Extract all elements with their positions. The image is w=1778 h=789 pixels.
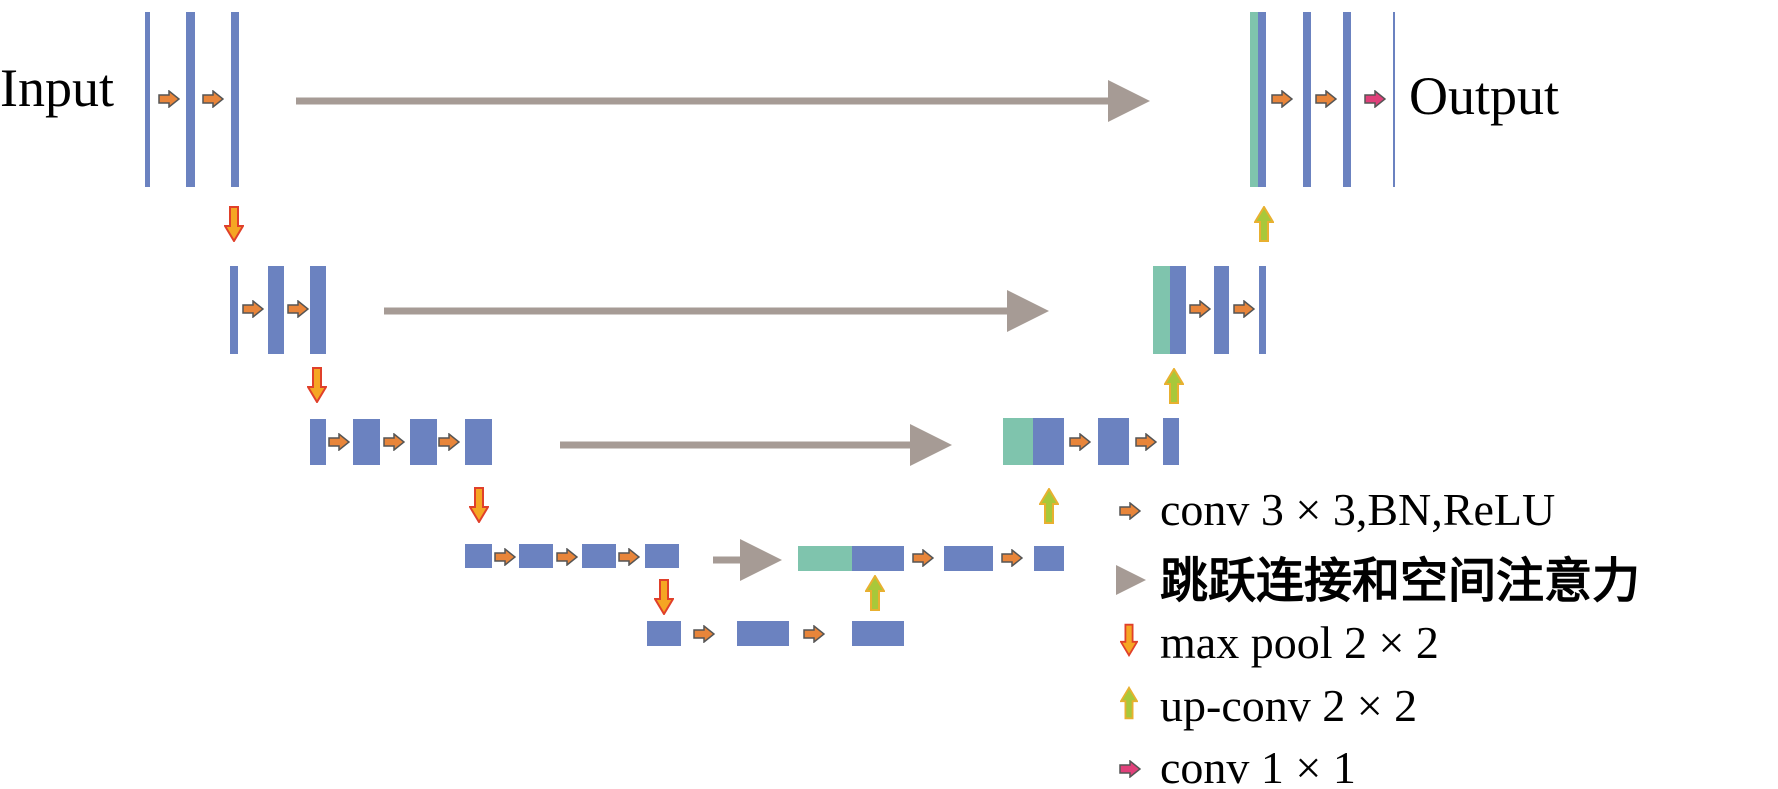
feature-map bbox=[1033, 418, 1064, 465]
conv-arrow-icon bbox=[158, 90, 180, 108]
feature-map bbox=[1098, 418, 1129, 465]
conv-arrow-icon bbox=[438, 433, 460, 451]
conv-arrow-icon bbox=[1135, 433, 1157, 451]
concat-feature-map bbox=[1003, 418, 1033, 465]
feature-map bbox=[852, 546, 904, 571]
feature-map bbox=[647, 621, 681, 646]
conv-arrow-icon bbox=[556, 548, 578, 566]
feature-map bbox=[1170, 266, 1186, 354]
feature-map bbox=[186, 12, 195, 187]
concat-feature-map bbox=[798, 546, 852, 571]
legend-item-label: 跳跃连接和空间注意力 bbox=[1160, 555, 1640, 608]
conv-arrow-icon bbox=[1271, 90, 1293, 108]
up-conv-arrow-icon bbox=[1254, 206, 1274, 242]
up-conv-arrow-icon bbox=[1164, 368, 1184, 404]
concat-feature-map bbox=[1153, 266, 1170, 354]
final-conv-arrow-icon bbox=[1364, 90, 1386, 108]
output-label: Output bbox=[1409, 66, 1559, 126]
feature-map bbox=[645, 544, 679, 568]
legend-item-label: max pool 2 × 2 bbox=[1160, 617, 1439, 668]
feature-map bbox=[268, 266, 284, 354]
feature-map bbox=[1034, 546, 1064, 571]
conv-arrow-icon bbox=[328, 433, 350, 451]
feature-map bbox=[1214, 266, 1229, 354]
max-pool-arrow-icon bbox=[224, 206, 244, 242]
conv-arrow-icon bbox=[287, 300, 309, 318]
final-conv-arrow-icon bbox=[1119, 760, 1141, 778]
feature-map bbox=[353, 419, 380, 465]
max-pool-arrow-icon bbox=[1120, 623, 1138, 657]
max-pool-arrow-icon bbox=[654, 579, 674, 615]
conv-arrow-icon bbox=[1189, 300, 1211, 318]
feature-map bbox=[230, 266, 238, 354]
conv-arrow-icon bbox=[494, 548, 516, 566]
feature-map bbox=[465, 419, 492, 465]
conv-arrow-icon bbox=[693, 625, 715, 643]
conv-arrow-icon bbox=[1233, 300, 1255, 318]
feature-map bbox=[582, 544, 616, 568]
feature-map bbox=[737, 621, 789, 646]
conv-arrow-icon bbox=[383, 433, 405, 451]
feature-map bbox=[410, 419, 437, 465]
max-pool-arrow-icon bbox=[469, 487, 489, 523]
conv-arrow-icon bbox=[1315, 90, 1337, 108]
conv-arrow-icon bbox=[242, 300, 264, 318]
output-map bbox=[1393, 12, 1395, 187]
feature-map bbox=[1163, 418, 1179, 465]
max-pool-arrow-icon bbox=[307, 367, 327, 403]
up-conv-arrow-icon bbox=[865, 575, 885, 611]
legend-item-label: conv 3 × 3,BN,ReLU bbox=[1160, 484, 1555, 535]
feature-map bbox=[1343, 12, 1351, 187]
input-label: Input bbox=[0, 58, 114, 118]
conv-arrow-icon bbox=[912, 549, 934, 567]
conv-arrow-icon bbox=[1119, 502, 1141, 520]
feature-map bbox=[1258, 12, 1266, 187]
feature-map bbox=[465, 544, 492, 568]
feature-map bbox=[310, 266, 326, 354]
legend: conv 3 × 3,BN,ReLU 跳跃连接和空间注意力 max pool 2… bbox=[1116, 484, 1640, 789]
feature-map bbox=[1303, 12, 1311, 187]
feature-map bbox=[519, 544, 553, 568]
conv-arrow-icon bbox=[202, 90, 224, 108]
feature-map bbox=[1259, 266, 1266, 354]
feature-map bbox=[145, 12, 150, 187]
conv-arrow-icon bbox=[1069, 433, 1091, 451]
conv-arrow-icon bbox=[1001, 549, 1023, 567]
conv-arrow-icon bbox=[618, 548, 640, 566]
conv-arrow-icon bbox=[803, 625, 825, 643]
up-conv-arrow-icon bbox=[1120, 686, 1138, 720]
feature-map bbox=[944, 546, 993, 571]
feature-map bbox=[310, 419, 326, 465]
legend-item-label: conv 1 × 1 bbox=[1160, 742, 1356, 789]
concat-feature-map bbox=[1250, 12, 1258, 187]
feature-map bbox=[231, 12, 239, 187]
legend-item-label: up-conv 2 × 2 bbox=[1160, 680, 1417, 731]
up-conv-arrow-icon bbox=[1039, 488, 1059, 524]
feature-map bbox=[852, 621, 904, 646]
